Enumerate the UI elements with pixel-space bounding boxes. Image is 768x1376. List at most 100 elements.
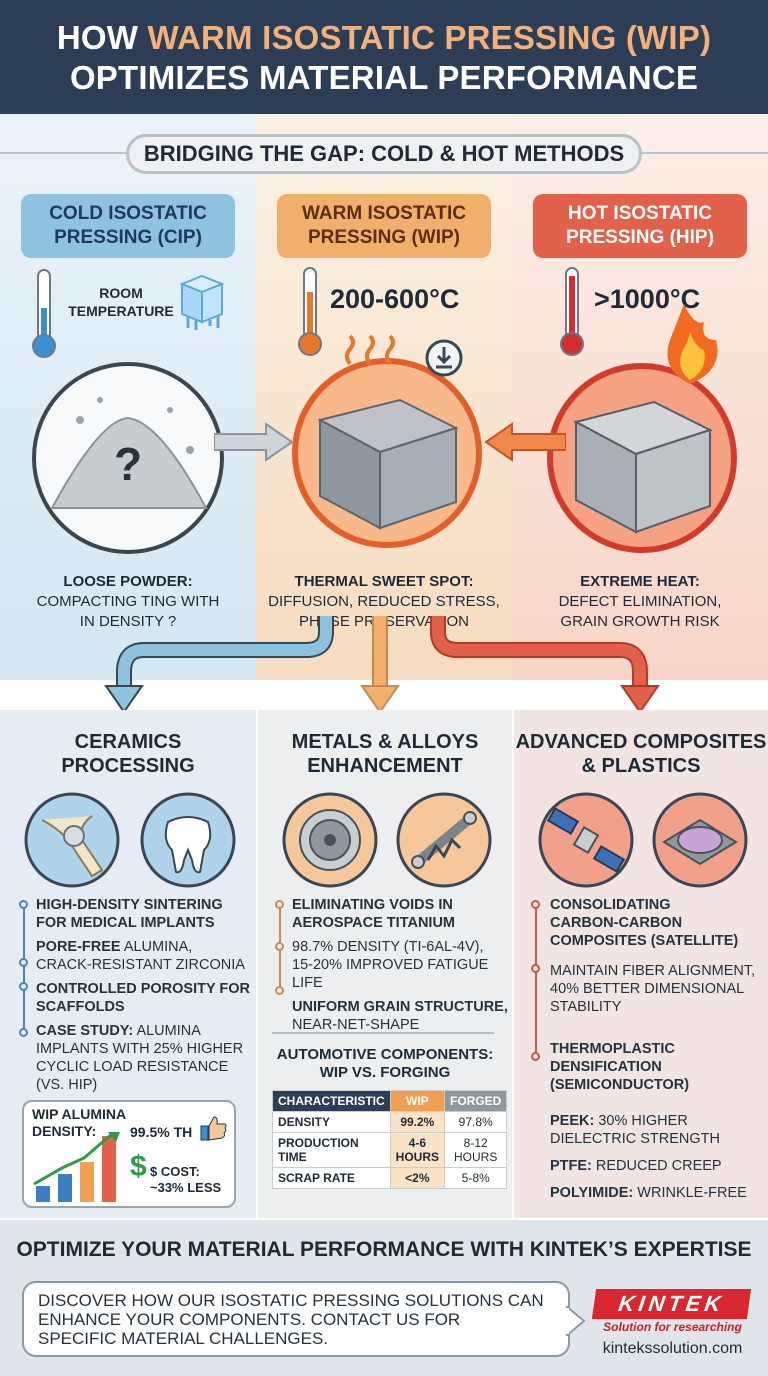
hip-title-badge: HOT ISOSTATIC PRESSING (HIP) bbox=[533, 194, 747, 258]
table-row: SCRAP RATE <2% 5-8% bbox=[272, 1167, 508, 1189]
comparison-table: CHARACTERISTIC WIP FORGED DENSITY 99.2% … bbox=[272, 1090, 508, 1189]
composites-bullet-line bbox=[535, 906, 537, 1058]
wip-title-badge: WARM ISOSTATIC PRESSING (WIP) bbox=[277, 194, 491, 258]
ceramics-bullets: HIGH-DENSITY SINTERING FOR MEDICAL IMPLA… bbox=[36, 896, 252, 1094]
ceramics-bullet-line bbox=[23, 906, 25, 1034]
hip-caption-line-2: GRAIN GROWTH RISK bbox=[560, 613, 720, 630]
ice-cube-icon bbox=[179, 274, 225, 330]
ceramics-bullet-2: PORE-FREE ALUMINA, bbox=[36, 938, 252, 956]
composites-title: ADVANCED COMPOSITES & PLASTICS bbox=[514, 730, 768, 778]
cip-to-wip-arrow bbox=[214, 422, 294, 462]
distribution-arrows bbox=[104, 616, 660, 714]
table-cell: PRODUCTION TIME bbox=[272, 1132, 391, 1168]
hip-joint-icon bbox=[24, 792, 120, 888]
hot-thermometer-icon bbox=[560, 267, 584, 356]
metals-bullet-2: 98.7% DENSITY (TI-6AL-4V), bbox=[292, 939, 484, 955]
bullet-dot bbox=[19, 1028, 28, 1037]
header-prefix: HOW bbox=[56, 19, 148, 56]
table-cell: 99.2% bbox=[389, 1111, 446, 1133]
kintek-logo[interactable]: KINTEK bbox=[591, 1289, 752, 1319]
hip-caption-line-1: DEFECT ELIMINATION, bbox=[558, 593, 722, 610]
hip-to-wip-arrow bbox=[484, 422, 566, 462]
material-peek-label: PEEK: bbox=[550, 1113, 595, 1129]
ceramics-title: CERAMICS PROCESSING bbox=[0, 730, 256, 778]
table-header: WIP bbox=[389, 1090, 446, 1112]
ceramics-bullet-1: HIGH-DENSITY SINTERING bbox=[36, 897, 223, 913]
table-header-row: CHARACTERISTIC WIP FORGED bbox=[272, 1090, 508, 1112]
kintek-tagline: Solution for researching bbox=[603, 1320, 742, 1334]
table-cell: 8-12 HOURS bbox=[443, 1132, 508, 1168]
composites-bullet-3-line-3: (SEMICONDUCTOR) bbox=[550, 1077, 690, 1093]
ceramics-bullet-3: CONTROLLED POROSITY FOR bbox=[36, 981, 251, 997]
header-accent: WARM ISOSTATIC PRESSING (WIP) bbox=[147, 19, 712, 56]
header-line-2: OPTIMIZES MATERIAL PERFORMANCE bbox=[69, 59, 699, 96]
composites-bullet-2-line-2: 40% BETTER DIMENSIONAL bbox=[550, 981, 745, 997]
cost-label: $ COST: bbox=[150, 1164, 200, 1179]
material-peek-line-2: DIELECTRIC STRENGTH bbox=[550, 1131, 720, 1147]
bullet-dot bbox=[531, 964, 540, 973]
website-link[interactable]: kintekssolution.com bbox=[602, 1340, 743, 1357]
metals-bullet-2-line-2: 15-20% IMPROVED FATIGUE LIFE bbox=[292, 957, 489, 991]
composites-panel bbox=[514, 710, 768, 1218]
automotive-title-line-1: AUTOMOTIVE COMPONENTS: bbox=[276, 1046, 494, 1063]
composites-bullet-3: THERMOPLASTIC bbox=[550, 1041, 675, 1057]
table-cell: SCRAP RATE bbox=[272, 1167, 391, 1189]
metals-bullet-1-line-2: AEROSPACE TITANIUM bbox=[292, 915, 455, 931]
metals-title: METALS & ALLOYS ENHANCEMENT bbox=[258, 730, 512, 778]
cip-title-line-1: COLD ISOSTATIC bbox=[49, 203, 207, 224]
wip-title-line-2: PRESSING (WIP) bbox=[307, 227, 460, 248]
wip-title-line-1: WARM ISOSTATIC bbox=[302, 203, 466, 224]
automotive-title: AUTOMOTIVE COMPONENTS: WIP VS. FORGING bbox=[258, 1046, 512, 1082]
ceramics-bullet-2-rest: ALUMINA, bbox=[120, 939, 193, 955]
satellite-icon bbox=[538, 792, 634, 888]
stat-value: 99.5% TH bbox=[130, 1124, 193, 1140]
dollar-icon: $ bbox=[130, 1150, 147, 1183]
automotive-title-line-2: WIP VS. FORGING bbox=[319, 1064, 451, 1081]
footer-body-line-1: DISCOVER HOW OUR ISOSTATIC PRESSING SOLU… bbox=[38, 1291, 544, 1310]
composites-title-line-2: & PLASTICS bbox=[581, 755, 701, 777]
composites-bullets: CONSOLIDATING CARBON-CARBON COMPOSITES (… bbox=[550, 896, 764, 1094]
cip-caption-line-1: COMPACTING TING WITH bbox=[36, 593, 220, 610]
ceramics-title-line-1: CERAMICS bbox=[74, 731, 182, 753]
table-cell: DENSITY bbox=[272, 1111, 391, 1133]
footer-message-box: DISCOVER HOW OUR ISOSTATIC PRESSING SOLU… bbox=[22, 1281, 570, 1357]
composites-bullet-3-line-2: DENSIFICATION bbox=[550, 1059, 662, 1075]
metals-title-line-2: ENHANCEMENT bbox=[307, 755, 463, 777]
density-bar bbox=[102, 1136, 116, 1202]
cold-thermometer-icon bbox=[32, 269, 56, 358]
density-bar bbox=[80, 1162, 94, 1202]
footer-body-line-3: SPECIFIC MATERIAL CHALLENGES. bbox=[38, 1329, 329, 1348]
question-mark-icon: ? bbox=[114, 438, 142, 490]
stat-label-line-1: WIP ALUMINA bbox=[32, 1106, 127, 1122]
cip-temp-line-1: ROOM bbox=[99, 285, 143, 301]
footer-title: OPTIMIZE YOUR MATERIAL PERFORMANCE WITH … bbox=[16, 1238, 752, 1261]
cip-caption-line-2: IN DENSITY ? bbox=[79, 613, 177, 630]
cost-value: ~33% LESS bbox=[150, 1180, 222, 1195]
composites-bullet-2: MAINTAIN FIBER ALIGNMENT, bbox=[550, 963, 756, 979]
table-header: CHARACTERISTIC bbox=[272, 1090, 391, 1112]
hip-title-line-1: HOT ISOSTATIC bbox=[568, 203, 712, 224]
metals-bullet-3: UNIFORM GRAIN STRUCTURE, bbox=[292, 999, 508, 1015]
turbine-engine-icon bbox=[282, 792, 378, 888]
table-header: FORGED bbox=[443, 1090, 508, 1112]
bullet-dot bbox=[19, 958, 28, 967]
wip-temperature: 200-600°C bbox=[330, 284, 460, 314]
metals-bullet-3-line-2: NEAR-NET-SHAPE bbox=[292, 1017, 420, 1033]
ceramics-bullet-2-line-2: CRACK-RESISTANT ZIRCONIA bbox=[36, 957, 245, 973]
cip-temperature: ROOM TEMPERATURE bbox=[66, 284, 176, 320]
flame-icon bbox=[667, 304, 718, 384]
composites-bullet-1-line-2: CARBON-CARBON bbox=[550, 915, 683, 931]
table-cell: <2% bbox=[389, 1167, 446, 1189]
material-polyimide: POLYIMIDE: WRINKLE-FREE bbox=[550, 1184, 764, 1202]
cip-caption: LOOSE POWDER: COMPACTING TING WITH IN DE… bbox=[8, 572, 248, 632]
thumbs-up-icon bbox=[200, 1116, 227, 1141]
ceramics-bullet-1-line-2: FOR MEDICAL IMPLANTS bbox=[36, 915, 215, 931]
loose-powder-illustration: ? bbox=[32, 362, 224, 554]
material-polyimide-label: POLYIMIDE: bbox=[550, 1185, 634, 1201]
speech-pointer bbox=[566, 1306, 586, 1336]
density-bar bbox=[36, 1186, 50, 1202]
stat-label-line-2: DENSITY: bbox=[32, 1123, 97, 1139]
bullet-dot bbox=[531, 900, 540, 909]
bullet-dot bbox=[275, 942, 284, 951]
page-header: HOW WARM ISOSTATIC PRESSING (WIP) OPTIMI… bbox=[0, 0, 768, 114]
